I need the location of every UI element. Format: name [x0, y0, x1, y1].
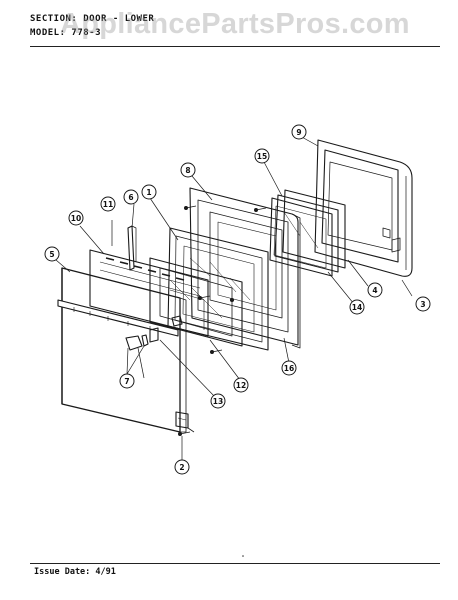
issue-date: Issue Date: 4/91	[34, 567, 116, 577]
header-rule	[30, 46, 440, 47]
svg-text:15: 15	[257, 152, 267, 161]
callout-13: 13	[210, 393, 226, 409]
callout-2: 2	[174, 459, 190, 475]
outer-door-panel	[57, 267, 187, 433]
footer-rule	[30, 563, 440, 564]
svg-text:3: 3	[420, 300, 425, 309]
callout-16: 16	[281, 360, 297, 376]
callout-10: 10	[68, 210, 84, 226]
svg-text:6: 6	[128, 193, 133, 202]
callout-5: 5	[44, 246, 60, 262]
svg-text:2: 2	[179, 463, 184, 472]
svg-text:4: 4	[372, 286, 377, 295]
svg-text:14: 14	[352, 303, 362, 312]
inner-door-liner	[189, 187, 301, 349]
leader-lines	[55, 135, 413, 462]
svg-text:12: 12	[236, 381, 246, 390]
watermark: AppliancePartsPros.com	[60, 8, 410, 40]
callout-1: 1	[141, 184, 157, 200]
svg-text:5: 5	[49, 250, 54, 259]
callout-7: 7	[119, 373, 135, 389]
callout-12: 12	[233, 377, 249, 393]
callout-6: 6	[123, 189, 139, 205]
model-title: MODEL: 778-3	[30, 28, 102, 38]
callout-14: 14	[349, 299, 365, 315]
svg-text:9: 9	[296, 128, 301, 137]
callout-4: 4	[367, 282, 383, 298]
svg-text:8: 8	[185, 166, 190, 175]
window-glass-assembly	[269, 189, 346, 277]
handle-end-caps	[125, 334, 149, 351]
callout-3: 3	[415, 296, 431, 312]
callout-8: 8	[180, 162, 196, 178]
section-title: SECTION: DOOR - LOWER	[30, 14, 155, 24]
callout-11: 11	[100, 196, 116, 212]
svg-text:13: 13	[213, 397, 223, 406]
door-spring-bracket	[127, 225, 137, 271]
door-vent-panel	[89, 249, 209, 337]
svg-text:7: 7	[124, 377, 129, 386]
screws	[177, 205, 267, 436]
svg-text:11: 11	[103, 200, 113, 209]
door-hinge	[175, 411, 195, 433]
callouts: 9 15 8 1 6 11 10 5 3 4 14 16 12 13 7 2	[44, 124, 431, 475]
callout-9: 9	[291, 124, 307, 140]
svg-text:16: 16	[284, 364, 294, 373]
callout-15: 15	[254, 148, 270, 164]
svg-text:10: 10	[71, 214, 81, 223]
door-clips	[149, 315, 183, 343]
svg-text:1: 1	[146, 188, 151, 197]
